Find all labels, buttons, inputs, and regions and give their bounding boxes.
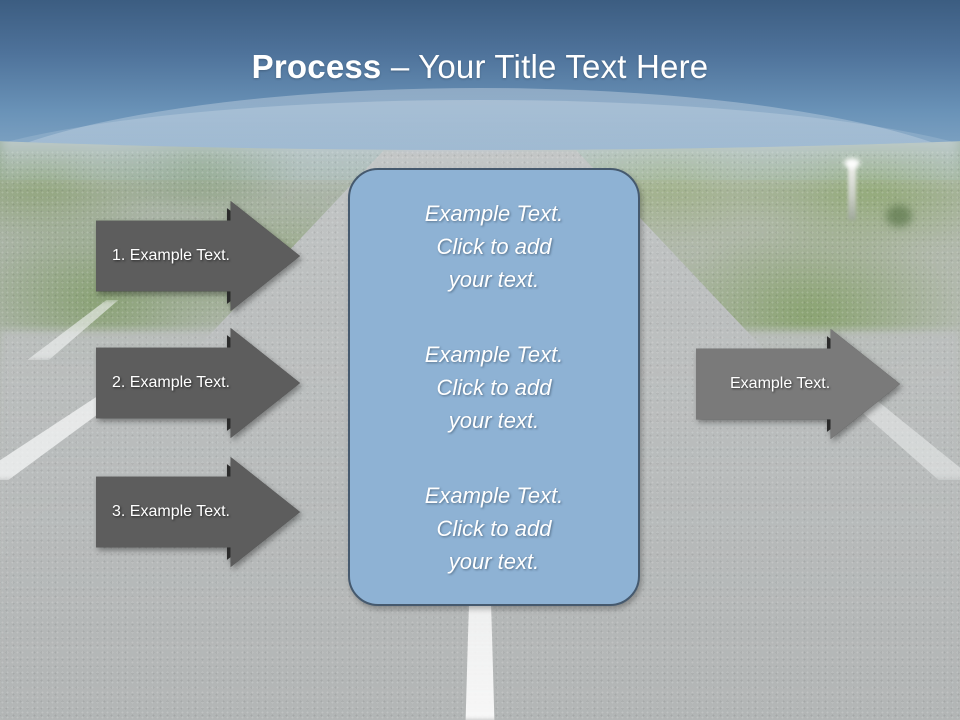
background-roadside-post-cap [844, 158, 860, 168]
page-title-strong: Process [251, 48, 382, 85]
input-arrow-2[interactable]: 2. Example Text. [96, 328, 300, 438]
input-arrow-1[interactable]: 1. Example Text. [96, 201, 300, 311]
page-title-rest: – Your Title Text Here [381, 48, 709, 85]
panel-text-block-3: Example Text. Click to add your text. [424, 482, 564, 574]
output-arrow[interactable]: Example Text. [696, 329, 900, 439]
header-band [0, 0, 960, 150]
input-arrow-1-label: 1. Example Text. [112, 247, 230, 264]
background-roadside-post [848, 162, 856, 220]
input-arrow-3-label: 3. Example Text. [112, 503, 230, 520]
input-arrow-2-label: 2. Example Text. [112, 374, 230, 391]
input-arrow-3[interactable]: 3. Example Text. [96, 457, 300, 567]
output-arrow-label: Example Text. [730, 375, 831, 392]
panel-text-block-1: Example Text. Click to add your text. [424, 200, 564, 292]
page-title: Process – Your Title Text Here [0, 48, 960, 86]
panel-text-block-2: Example Text. Click to add your text. [424, 341, 564, 433]
process-panel[interactable]: Example Text. Click to add your text. Ex… [348, 168, 640, 606]
background-bush [886, 205, 912, 227]
